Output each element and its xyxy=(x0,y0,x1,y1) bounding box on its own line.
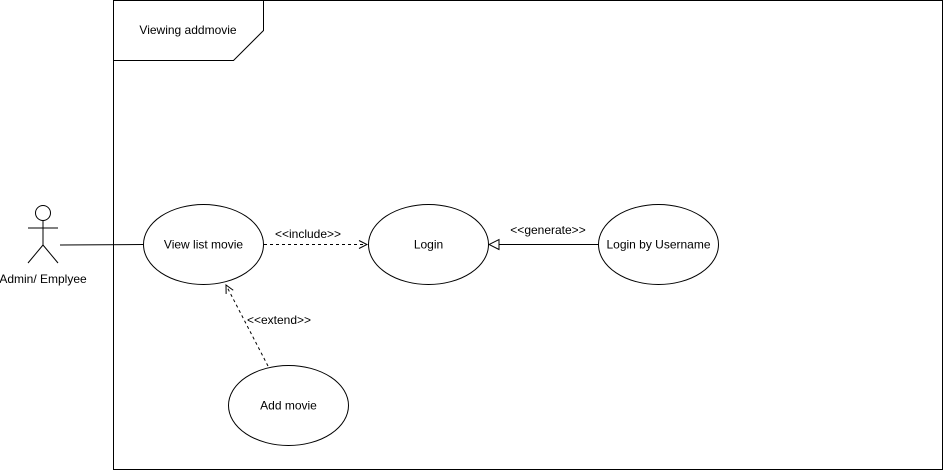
system-boundary xyxy=(113,0,943,470)
actor-figure xyxy=(27,205,59,264)
use-case-login[interactable]: Login xyxy=(368,204,489,285)
frame-title-tab xyxy=(113,0,264,61)
use-case-label: Login xyxy=(414,238,443,252)
use-case-label: Add movie xyxy=(260,399,317,413)
actor-head xyxy=(35,205,51,221)
include-relation-label: <<include>> xyxy=(275,227,341,241)
actor-label: Admin/ Emplyee xyxy=(0,272,87,286)
actor-right-leg xyxy=(42,244,59,264)
use-case-login-by-username[interactable]: Login by Username xyxy=(598,204,719,285)
association-line xyxy=(59,244,144,246)
frame-title: Viewing addmovie xyxy=(139,23,236,37)
use-case-label: View list movie xyxy=(164,238,243,252)
use-case-label: Login by Username xyxy=(606,238,710,252)
use-case-add-movie[interactable]: Add movie xyxy=(228,365,349,446)
extend-relation-label: <<extend>> xyxy=(247,313,311,327)
use-case-view-list-movie[interactable]: View list movie xyxy=(143,204,264,285)
generate-relation-label: <<generate>> xyxy=(510,223,585,237)
actor-left-leg xyxy=(27,244,44,264)
